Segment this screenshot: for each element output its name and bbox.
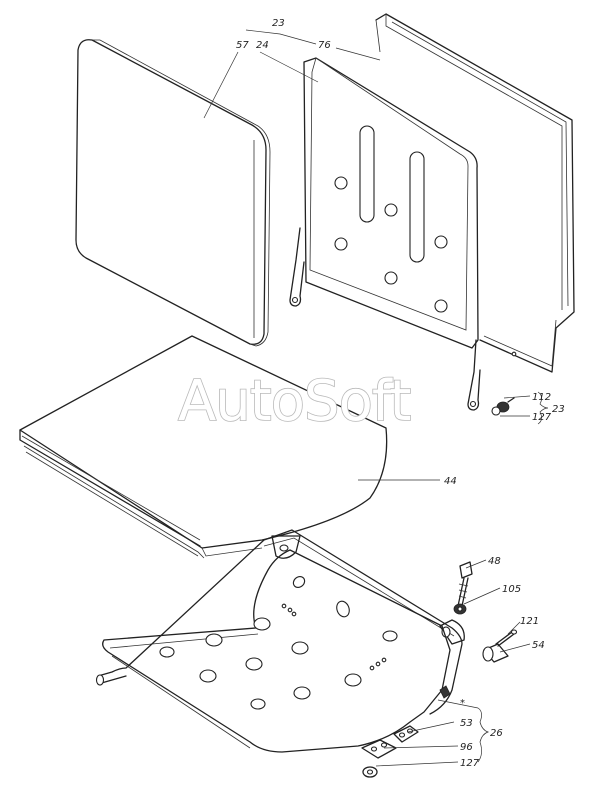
pin-54 <box>482 643 509 663</box>
backrest-frame <box>289 57 481 411</box>
bolt-washer-112-127 <box>491 397 515 416</box>
label-48: 48 <box>488 556 501 567</box>
washer-105 <box>453 603 467 615</box>
label-96: 96 <box>460 742 473 753</box>
label-57: 57 <box>236 40 249 51</box>
label-53: 53 <box>460 718 473 729</box>
bolt-127-bottom <box>362 766 378 778</box>
seat-pan-frame <box>95 529 465 753</box>
clip-53 <box>393 725 419 743</box>
bolt-48 <box>457 561 473 607</box>
seat-cushion <box>19 335 388 559</box>
label-54: 54 <box>532 640 545 651</box>
label-star: * <box>460 698 465 709</box>
plate-96 <box>361 739 397 759</box>
watermark: AutoSoft <box>178 369 411 434</box>
label-127-right: 127 <box>532 412 552 423</box>
label-121: 121 <box>520 616 539 627</box>
part-labels: 23 57 24 76 112 127 23 44 48 105 121 54 … <box>236 18 565 769</box>
leader-lines <box>203 29 549 767</box>
label-112: 112 <box>532 392 551 403</box>
label-76: 76 <box>318 40 331 51</box>
label-105: 105 <box>502 584 521 595</box>
cotter-pin-121 <box>495 629 518 647</box>
label-24: 24 <box>256 40 269 51</box>
label-127-bottom: 127 <box>460 758 480 769</box>
label-23-top: 23 <box>272 18 285 29</box>
frame-slot <box>359 125 375 223</box>
frame-slot <box>409 151 425 263</box>
backrest-cushion <box>75 39 271 347</box>
label-26: 26 <box>490 728 503 739</box>
label-23-right: 23 <box>552 404 565 415</box>
rear-panel <box>375 13 575 373</box>
label-44: 44 <box>444 476 457 487</box>
